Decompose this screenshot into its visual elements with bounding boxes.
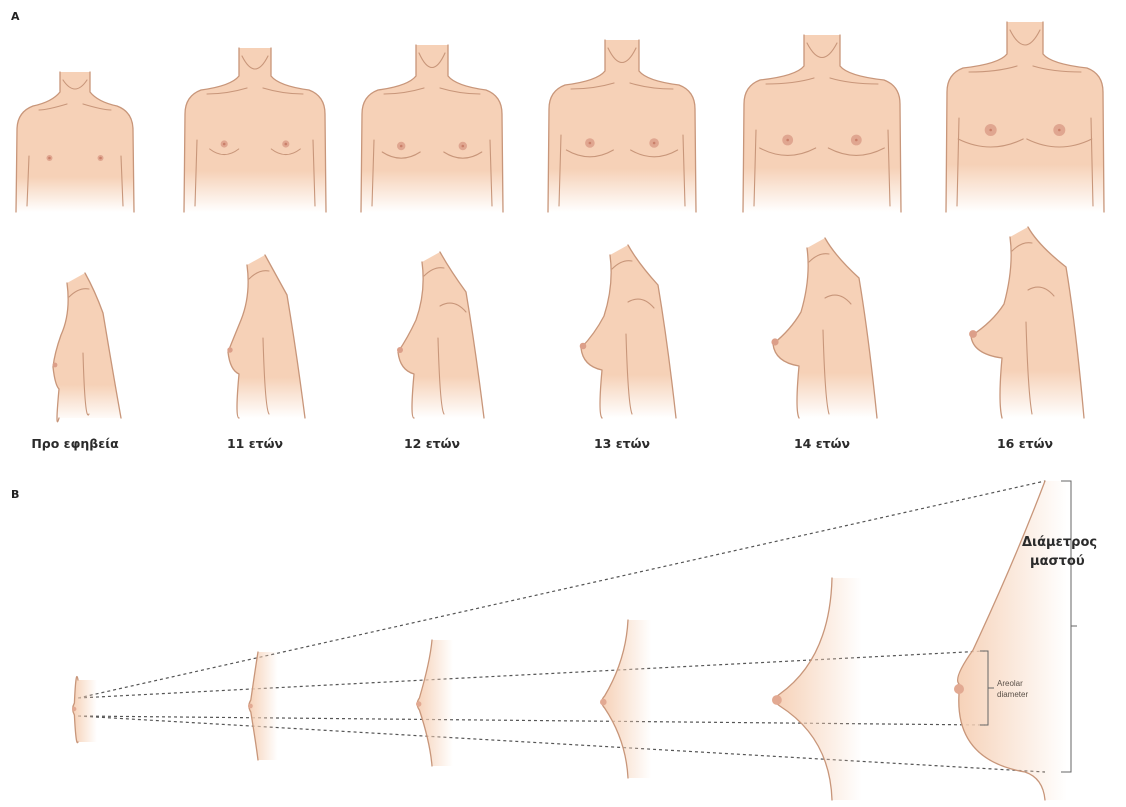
side-view-figure — [580, 245, 676, 418]
upper-diameter-line — [78, 481, 1045, 698]
stage-label: 12 ετών — [404, 436, 460, 451]
front-view-row — [16, 22, 1104, 212]
breast-profile-6 — [954, 481, 1067, 800]
side-view-figure — [397, 252, 484, 418]
front-view-figure — [184, 48, 326, 212]
front-view-figure — [16, 72, 134, 212]
breast-profile-diagram: Διάμετρος μαστού Areolar diameter — [72, 481, 1097, 800]
side-view-figure — [969, 227, 1084, 418]
side-view-figure — [771, 238, 877, 418]
stage-label: 16 ετών — [997, 436, 1053, 451]
stage-label: 11 ετών — [227, 436, 283, 451]
side-view-figure — [53, 273, 121, 422]
stage-label-row: Προ εφηβεία 11 ετών 12 ετών 13 ετών 14 ετών 1… — [31, 436, 1053, 451]
areolar-diameter-label-line2: diameter — [997, 690, 1028, 699]
breast-diameter-label-line1: Διάμετρος — [1022, 535, 1097, 550]
breast-profile-1 — [72, 677, 97, 743]
side-view-figure — [227, 255, 305, 418]
stage-label: Προ εφηβεία — [31, 436, 119, 451]
lower-diameter-line — [78, 716, 1045, 772]
front-view-figure — [946, 22, 1104, 212]
breast-profile-5 — [772, 578, 862, 800]
stage-label: 14 ετών — [794, 436, 850, 451]
breast-profile-4 — [600, 620, 651, 778]
side-view-row — [53, 227, 1084, 422]
stage-label: 13 ετών — [594, 436, 650, 451]
panel-label-a: A — [11, 10, 20, 23]
front-view-figure — [548, 40, 696, 212]
panel-label-b: B — [11, 488, 19, 501]
breast-diameter-label-line2: μαστού — [1030, 554, 1085, 569]
areolar-diameter-label-line1: Areolar — [997, 679, 1023, 688]
front-view-figure — [743, 35, 901, 212]
breast-profile-2 — [248, 652, 278, 760]
front-view-figure — [361, 45, 503, 212]
breast-profile-3 — [416, 640, 453, 766]
